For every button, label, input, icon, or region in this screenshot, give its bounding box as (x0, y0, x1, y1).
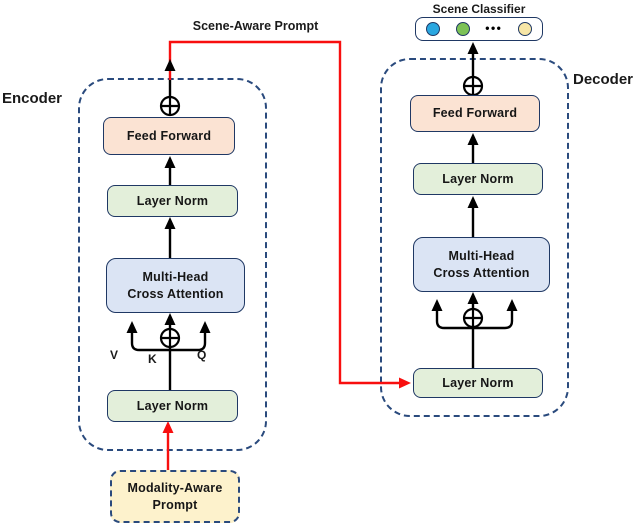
encoder-feed-forward-label: Feed Forward (126, 128, 212, 143)
query-input-label: Q (197, 348, 207, 362)
red-arrowheads (162, 377, 411, 433)
encoder-ff-arrowhead (164, 156, 176, 168)
modality-aware-prompt-box: Modality-Aware Prompt (110, 470, 240, 523)
modality-aware-prompt-line2: Prompt (152, 497, 198, 512)
encoder-ln-arrowhead (164, 217, 176, 229)
ellipsis-dots: ••• (485, 20, 503, 35)
encoder-layer-norm-top-box: Layer Norm (107, 185, 238, 217)
encoder-output-add-icon (159, 95, 181, 117)
encoder-feed-forward-box: Feed Forward (103, 117, 235, 155)
decoder-layer-norm-top-label: Layer Norm (442, 171, 514, 186)
decoder-q-arrowhead (506, 299, 518, 311)
decoder-layer-norm-bottom-box: Layer Norm (413, 368, 543, 398)
scene-prompt-path (166, 40, 401, 470)
decoder-attention-box: Multi-Head Cross Attention (413, 237, 550, 292)
scene-classifier-label: Scene Classifier (432, 2, 526, 16)
class-dot-blue (426, 22, 440, 36)
decoder-layer-norm-top-box: Layer Norm (413, 163, 543, 195)
modality-aware-prompt-line1: Modality-Aware (127, 481, 223, 496)
encoder-attention-line2: Cross Attention (127, 286, 224, 301)
modality-prompt-arrowhead (162, 421, 174, 433)
key-input-label: K (148, 352, 157, 366)
decoder-v-arrowhead (431, 299, 443, 311)
decoder-ln-arrowhead (467, 196, 479, 208)
scene-classifier-box: ••• (415, 17, 543, 41)
decoder-output-add-icon (462, 75, 484, 97)
decoder-qkv-add-icon (462, 307, 484, 329)
encoder-layer-norm-bottom-box: Layer Norm (107, 390, 238, 422)
encoder-attention-line1: Multi-Head (142, 270, 209, 285)
add-icons (159, 75, 484, 349)
scene-prompt-polyline (168, 40, 401, 385)
decoder-vq-branch (435, 310, 514, 330)
encoder-layer-norm-top-label: Layer Norm (136, 193, 209, 208)
decoder-feed-forward-label: Feed Forward (432, 106, 518, 121)
scene-aware-prompt-label: Scene-Aware Prompt (192, 19, 319, 33)
class-dot-green (455, 22, 470, 36)
decoder-attention-line1: Multi-Head (448, 249, 515, 264)
decoder-label: Decoder (573, 71, 634, 88)
decoder-feed-forward-box: Feed Forward (410, 95, 540, 132)
encoder-vq-branch (130, 331, 207, 352)
black-arrowheads (126, 42, 518, 333)
value-input-label: V (110, 348, 119, 362)
encoder-label: Encoder (2, 90, 63, 107)
encoder-qkv-add-icon (159, 327, 181, 349)
flow-lines (130, 51, 514, 391)
decoder-attention-line2: Cross Attention (433, 265, 530, 280)
encoder-v-arrowhead (126, 321, 138, 333)
encoder-q-arrowhead (199, 321, 211, 333)
encoder-attn-arrowhead (164, 313, 176, 325)
encoder-container (78, 78, 267, 451)
decoder-attn-arrowhead (467, 292, 479, 304)
encoder-top-arrowhead (164, 59, 176, 71)
class-dot-yellow (517, 22, 532, 36)
scene-prompt-arrowhead (399, 377, 411, 389)
encoder-layer-norm-bottom-label: Layer Norm (136, 398, 209, 413)
encoder-attention-box: Multi-Head Cross Attention (106, 258, 245, 313)
decoder-container (380, 58, 569, 417)
decoder-ff-arrowhead (467, 133, 479, 145)
decoder-layer-norm-bottom-label: Layer Norm (442, 375, 514, 390)
decoder-classifier-arrowhead (467, 42, 479, 54)
